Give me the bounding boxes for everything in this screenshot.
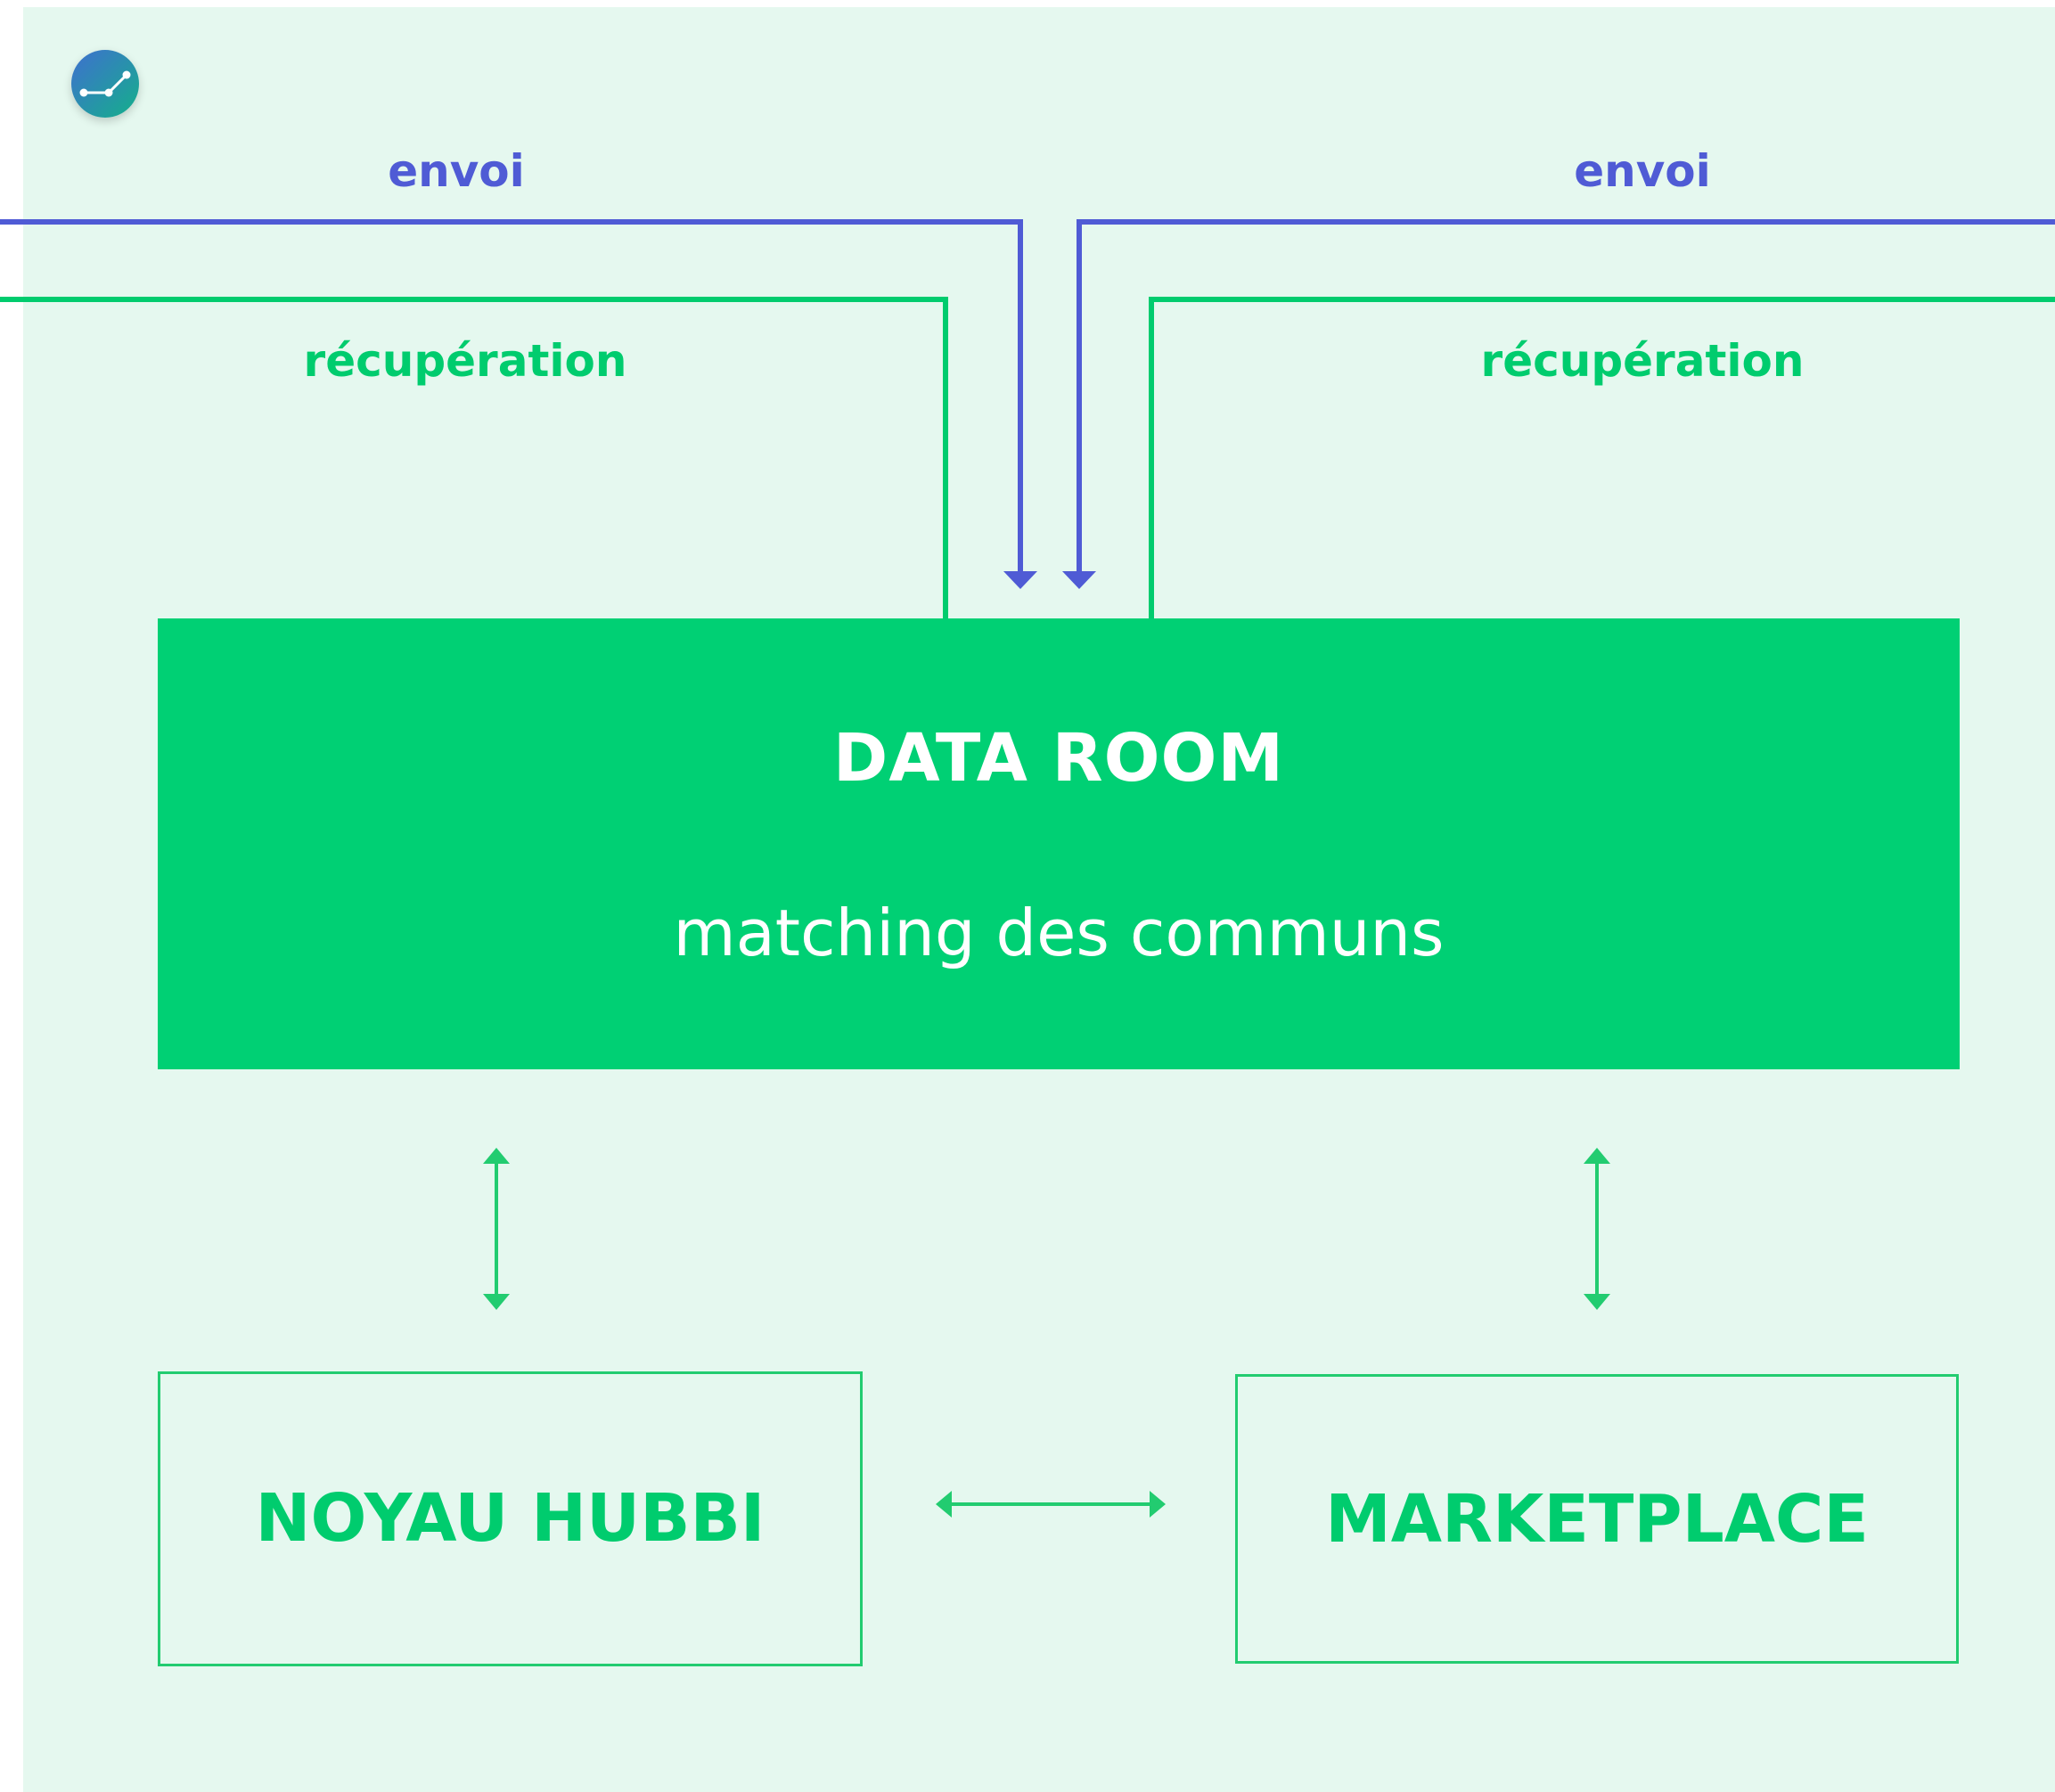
arrowhead-up-right bbox=[1584, 1148, 1610, 1164]
recuperation-left-line bbox=[0, 297, 948, 618]
arrowhead-down-right bbox=[1584, 1294, 1610, 1310]
marketplace-title: MARKETPLACE bbox=[1325, 1481, 1869, 1558]
recuperation-right-label: récupération bbox=[1480, 335, 1805, 387]
graph-nodes-icon bbox=[71, 50, 139, 118]
dataroom-node: DATA ROOM matching des communs bbox=[158, 618, 1960, 1069]
arrowhead-up-left bbox=[483, 1148, 510, 1164]
envoi-right-arrowhead bbox=[1062, 571, 1096, 589]
marketplace-node: MARKETPLACE bbox=[1235, 1374, 1959, 1664]
dataroom-title: DATA ROOM bbox=[832, 720, 1285, 797]
envoi-left-line bbox=[0, 219, 1023, 575]
noyau-hubbi-title: NOYAU HUBBI bbox=[255, 1480, 766, 1557]
dataroom-subtitle: matching des communs bbox=[673, 896, 1445, 970]
envoi-left-label: envoi bbox=[388, 145, 525, 197]
recuperation-left-label: récupération bbox=[303, 335, 627, 387]
arrowhead-right bbox=[1150, 1491, 1166, 1518]
envoi-right-line bbox=[1077, 219, 2055, 575]
arrowhead-down-left bbox=[483, 1294, 510, 1310]
recuperation-right-line bbox=[1149, 297, 2055, 618]
envoi-right-label: envoi bbox=[1574, 145, 1711, 197]
noyau-hubbi-node: NOYAU HUBBI bbox=[158, 1371, 863, 1666]
envoi-left-arrowhead bbox=[1003, 571, 1037, 589]
arrowhead-left bbox=[936, 1491, 952, 1518]
